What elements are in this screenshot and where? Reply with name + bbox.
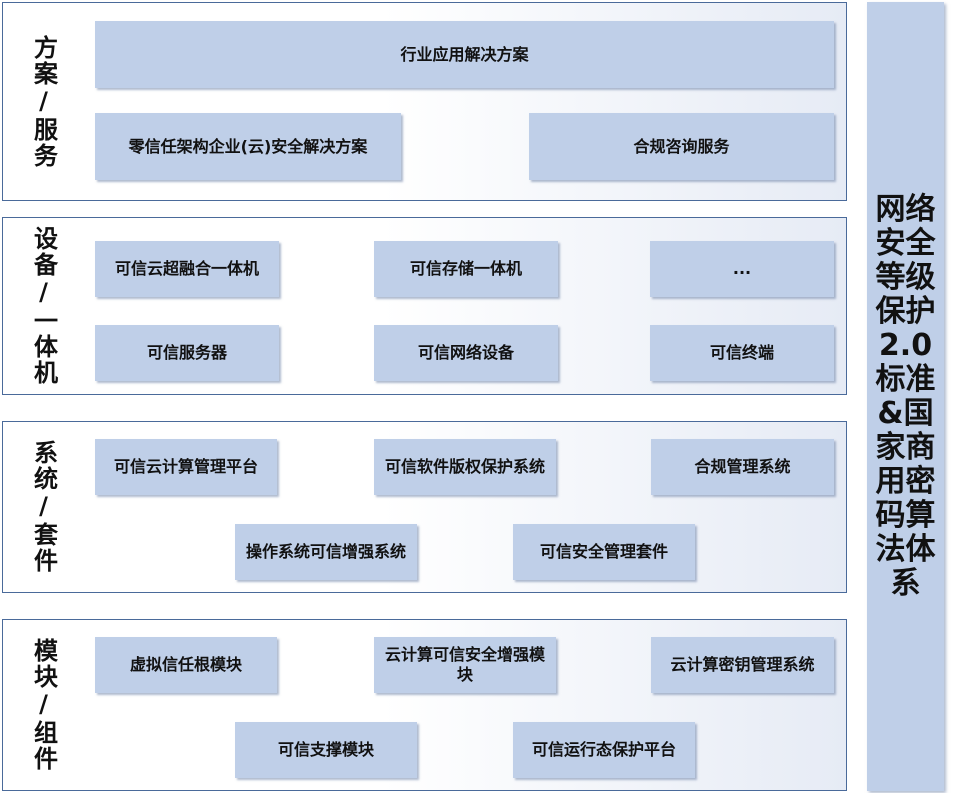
industry-solution-box: 行业应用解决方案 — [95, 21, 834, 88]
section-label-text: 模块/组件 — [29, 638, 58, 772]
section-label-solutions: 方案/服务 — [3, 3, 85, 200]
software-copyright-protection-box: 可信软件版权保护系统 — [374, 439, 556, 495]
more-devices-box: ... — [650, 241, 834, 297]
trusted-server-box: 可信服务器 — [95, 325, 279, 381]
trusted-cloud-mgmt-platform-box: 可信云计算管理平台 — [95, 439, 277, 495]
compliance-consulting-box: 合规咨询服务 — [529, 113, 834, 180]
trusted-cloud-hci-box: 可信云超融合一体机 — [95, 241, 279, 297]
trusted-support-module-box: 可信支撑模块 — [235, 722, 417, 778]
cloud-trusted-security-module-box: 云计算可信安全增强模块 — [374, 637, 556, 693]
zero-trust-solution-box: 零信任架构企业(云)安全解决方案 — [95, 113, 401, 180]
standards-panel-title: 网络安全等级保护2.0标准&国家商用密码算法体系 — [875, 191, 936, 601]
virtual-root-of-trust-box: 虚拟信任根模块 — [95, 637, 277, 693]
runtime-protection-platform-box: 可信运行态保护平台 — [513, 722, 695, 778]
trusted-terminal-box: 可信终端 — [650, 325, 834, 381]
trusted-network-device-box: 可信网络设备 — [374, 325, 558, 381]
cloud-key-mgmt-system-box: 云计算密钥管理系统 — [651, 637, 834, 693]
trusted-security-mgmt-suite-box: 可信安全管理套件 — [513, 524, 695, 580]
section-solutions-services: 方案/服务 行业应用解决方案 零信任架构企业(云)安全解决方案 合规咨询服务 — [2, 2, 847, 201]
section-label-text: 系统/套件 — [29, 440, 58, 574]
section-devices: 设备/一体机 可信云超融合一体机 可信存储一体机 ... 可信服务器 可信网络设… — [2, 217, 847, 395]
section-modules-components: 模块/组件 虚拟信任根模块 云计算可信安全增强模块 云计算密钥管理系统 可信支撑… — [2, 619, 847, 791]
section-label-text: 设备/一体机 — [29, 226, 58, 386]
trusted-storage-box: 可信存储一体机 — [374, 241, 558, 297]
standards-panel: 网络安全等级保护2.0标准&国家商用密码算法体系 — [867, 2, 944, 791]
compliance-mgmt-system-box: 合规管理系统 — [651, 439, 834, 495]
section-label-systems: 系统/套件 — [3, 422, 85, 592]
section-systems-suites: 系统/套件 可信云计算管理平台 可信软件版权保护系统 合规管理系统 操作系统可信… — [2, 421, 847, 593]
section-label-text: 方案/服务 — [29, 34, 58, 169]
section-label-modules: 模块/组件 — [3, 620, 85, 790]
os-trusted-enhancement-box: 操作系统可信增强系统 — [235, 524, 417, 580]
section-label-devices: 设备/一体机 — [3, 218, 85, 394]
